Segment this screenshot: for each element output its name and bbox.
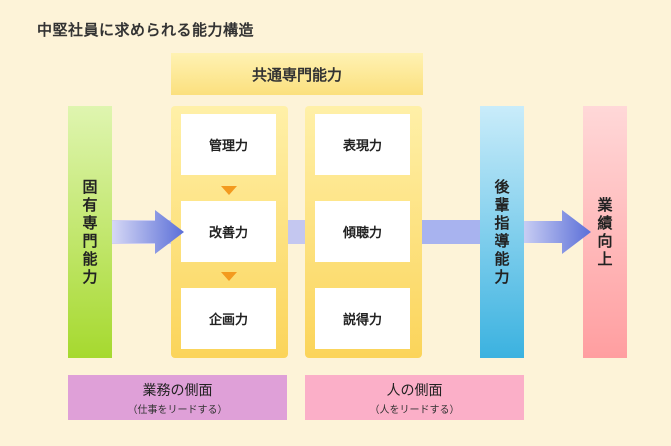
down-triangle-icon <box>221 186 237 195</box>
planning-box: 企画力 <box>181 288 276 349</box>
business-aspect-main: 業務の側面 <box>142 382 213 399</box>
persuasion-label: 説得力 <box>342 313 382 328</box>
left-bar-char: 能 <box>82 250 98 268</box>
right-bar-char: 上 <box>597 250 613 268</box>
right-bar-char: 績 <box>597 214 613 232</box>
mid-bar-char: 後 <box>494 178 510 196</box>
management-box: 管理力 <box>181 114 276 175</box>
page-title: 中堅社員に求められる能力構造 <box>37 21 255 39</box>
mentoring-skills-bar: 後 輩 指 導 能 力 <box>480 106 524 358</box>
expression-box: 表現力 <box>315 114 410 175</box>
mid-bar-char: 力 <box>494 268 510 286</box>
right-bar-char: 業 <box>597 196 613 214</box>
people-aspect-label: 人の側面 （人をリードする） <box>305 375 524 420</box>
mid-bar-char: 輩 <box>494 196 510 214</box>
management-label: 管理力 <box>208 139 248 154</box>
expression-label: 表現力 <box>342 139 382 154</box>
business-aspect-sub: （仕事をリードする） <box>127 404 228 416</box>
listening-box: 傾聴力 <box>315 201 410 262</box>
left-bar-char: 門 <box>82 232 98 250</box>
left-bar-char: 固 <box>82 178 98 196</box>
people-aspect-sub: （人をリードする） <box>369 404 460 416</box>
mid-bar-char: 導 <box>494 232 510 250</box>
right-bar-char: 向 <box>597 232 613 250</box>
down-triangle-icon <box>221 272 237 281</box>
planning-label: 企画力 <box>208 313 248 328</box>
connector-band-right <box>422 220 480 244</box>
improvement-label: 改善力 <box>208 226 248 241</box>
left-bar-char: 力 <box>82 268 98 286</box>
common-skills-label: 共通専門能力 <box>251 65 342 84</box>
mid-bar-char: 指 <box>494 214 510 232</box>
persuasion-box: 説得力 <box>315 288 410 349</box>
right-arrow-icon <box>524 210 591 254</box>
business-aspect-label: 業務の側面 （仕事をリードする） <box>68 375 287 420</box>
connector-band-mid <box>288 220 305 244</box>
left-bar-char: 専 <box>82 214 98 232</box>
specific-skills-bar: 固 有 専 門 能 力 <box>68 106 112 358</box>
listening-label: 傾聴力 <box>342 226 382 241</box>
mid-bar-char: 能 <box>494 250 510 268</box>
left-bar-char: 有 <box>82 196 98 214</box>
improvement-box: 改善力 <box>181 201 276 262</box>
right-arrow-icon <box>112 210 184 254</box>
people-aspect-main: 人の側面 <box>386 382 443 399</box>
common-skills-bar: 共通専門能力 <box>171 53 423 95</box>
